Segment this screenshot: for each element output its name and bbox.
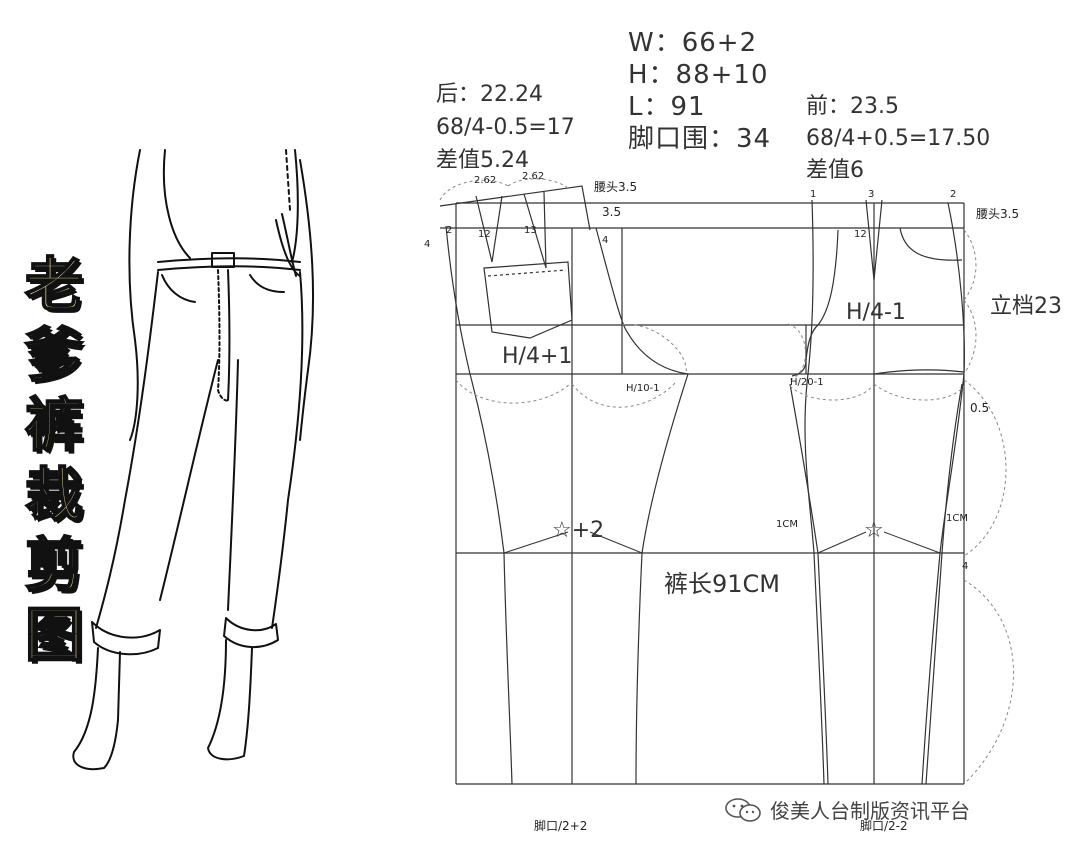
back-dim-2: 2 — [446, 225, 453, 236]
back-dim-4-right: 4 — [602, 235, 609, 246]
back-diff: 差值5.24 — [436, 148, 529, 173]
front-waistband: 腰头3.5 — [976, 207, 1020, 221]
title-char: 爹 — [24, 320, 84, 390]
back-label: 后：22.24 — [436, 82, 543, 107]
spec-length: L：91 — [628, 92, 706, 122]
back-hem-formula: 脚口/2+2 — [534, 819, 588, 833]
title-char: 图 — [24, 600, 84, 670]
trouser-length-label: 裤长91CM — [664, 570, 781, 598]
back-dim-3-5: 3.5 — [602, 205, 622, 219]
front-num-2: 2 — [950, 189, 957, 200]
back-dim-4-left: 4 — [424, 239, 431, 250]
back-dim-2-62-a: 2.62 — [474, 175, 497, 186]
front-formula: 68/4+0.5=17.50 — [806, 126, 991, 151]
back-dim-12: 12 — [478, 229, 491, 240]
back-waistband: 腰头3.5 — [594, 180, 638, 194]
knee-lines — [503, 531, 941, 554]
spec-waist: W：66+2 — [628, 28, 758, 58]
front-rise: 立档23 — [990, 294, 1062, 319]
arc-guides — [439, 178, 1014, 785]
front-dim-1cm-right: 1CM — [946, 513, 968, 524]
title-char: 剪 — [24, 530, 84, 600]
back-dim-13: 13 — [524, 225, 537, 236]
trouser-sketch — [72, 149, 315, 771]
front-diff: 差值6 — [806, 158, 864, 183]
spec-hem: 脚口围：34 — [628, 124, 772, 154]
pattern-draft — [439, 185, 965, 785]
front-num-3: 3 — [868, 189, 875, 200]
back-dim-2-62-b: 2.62 — [522, 171, 545, 182]
back-formula: 68/4-0.5=17 — [436, 115, 575, 140]
title-char: 裁 — [24, 460, 84, 530]
back-knee: ☆+2 — [552, 518, 605, 543]
front-knee: ☆ — [864, 518, 884, 543]
front-dim-12: 12 — [854, 229, 867, 240]
wechat-icon — [725, 797, 761, 822]
front-hip-formula: H/4-1 — [846, 300, 906, 325]
front-num-1: 1 — [810, 189, 817, 200]
watermark-text: 俊美人台制版资讯平台 — [770, 799, 970, 823]
spec-hip: H：88+10 — [628, 60, 769, 90]
back-crotch-formula: H/10-1 — [626, 383, 660, 394]
front-dim-4: 4 — [962, 561, 969, 572]
front-dim-0-5: 0.5 — [970, 401, 990, 415]
watermark: 俊美人台制版资讯平台 — [724, 795, 970, 824]
front-dim-1cm-left: 1CM — [776, 519, 798, 530]
front-crotch-formula: H/20-1 — [790, 377, 824, 388]
front-hem-formula: 脚口/2-2 — [860, 819, 908, 833]
front-label: 前：23.5 — [806, 94, 899, 119]
title-char: 裤 — [24, 390, 84, 460]
title-char: 老 — [24, 250, 84, 320]
back-hip-formula: H/4+1 — [502, 344, 573, 369]
vertical-title: 老 爹 裤 裁 剪 图 — [8, 238, 100, 670]
